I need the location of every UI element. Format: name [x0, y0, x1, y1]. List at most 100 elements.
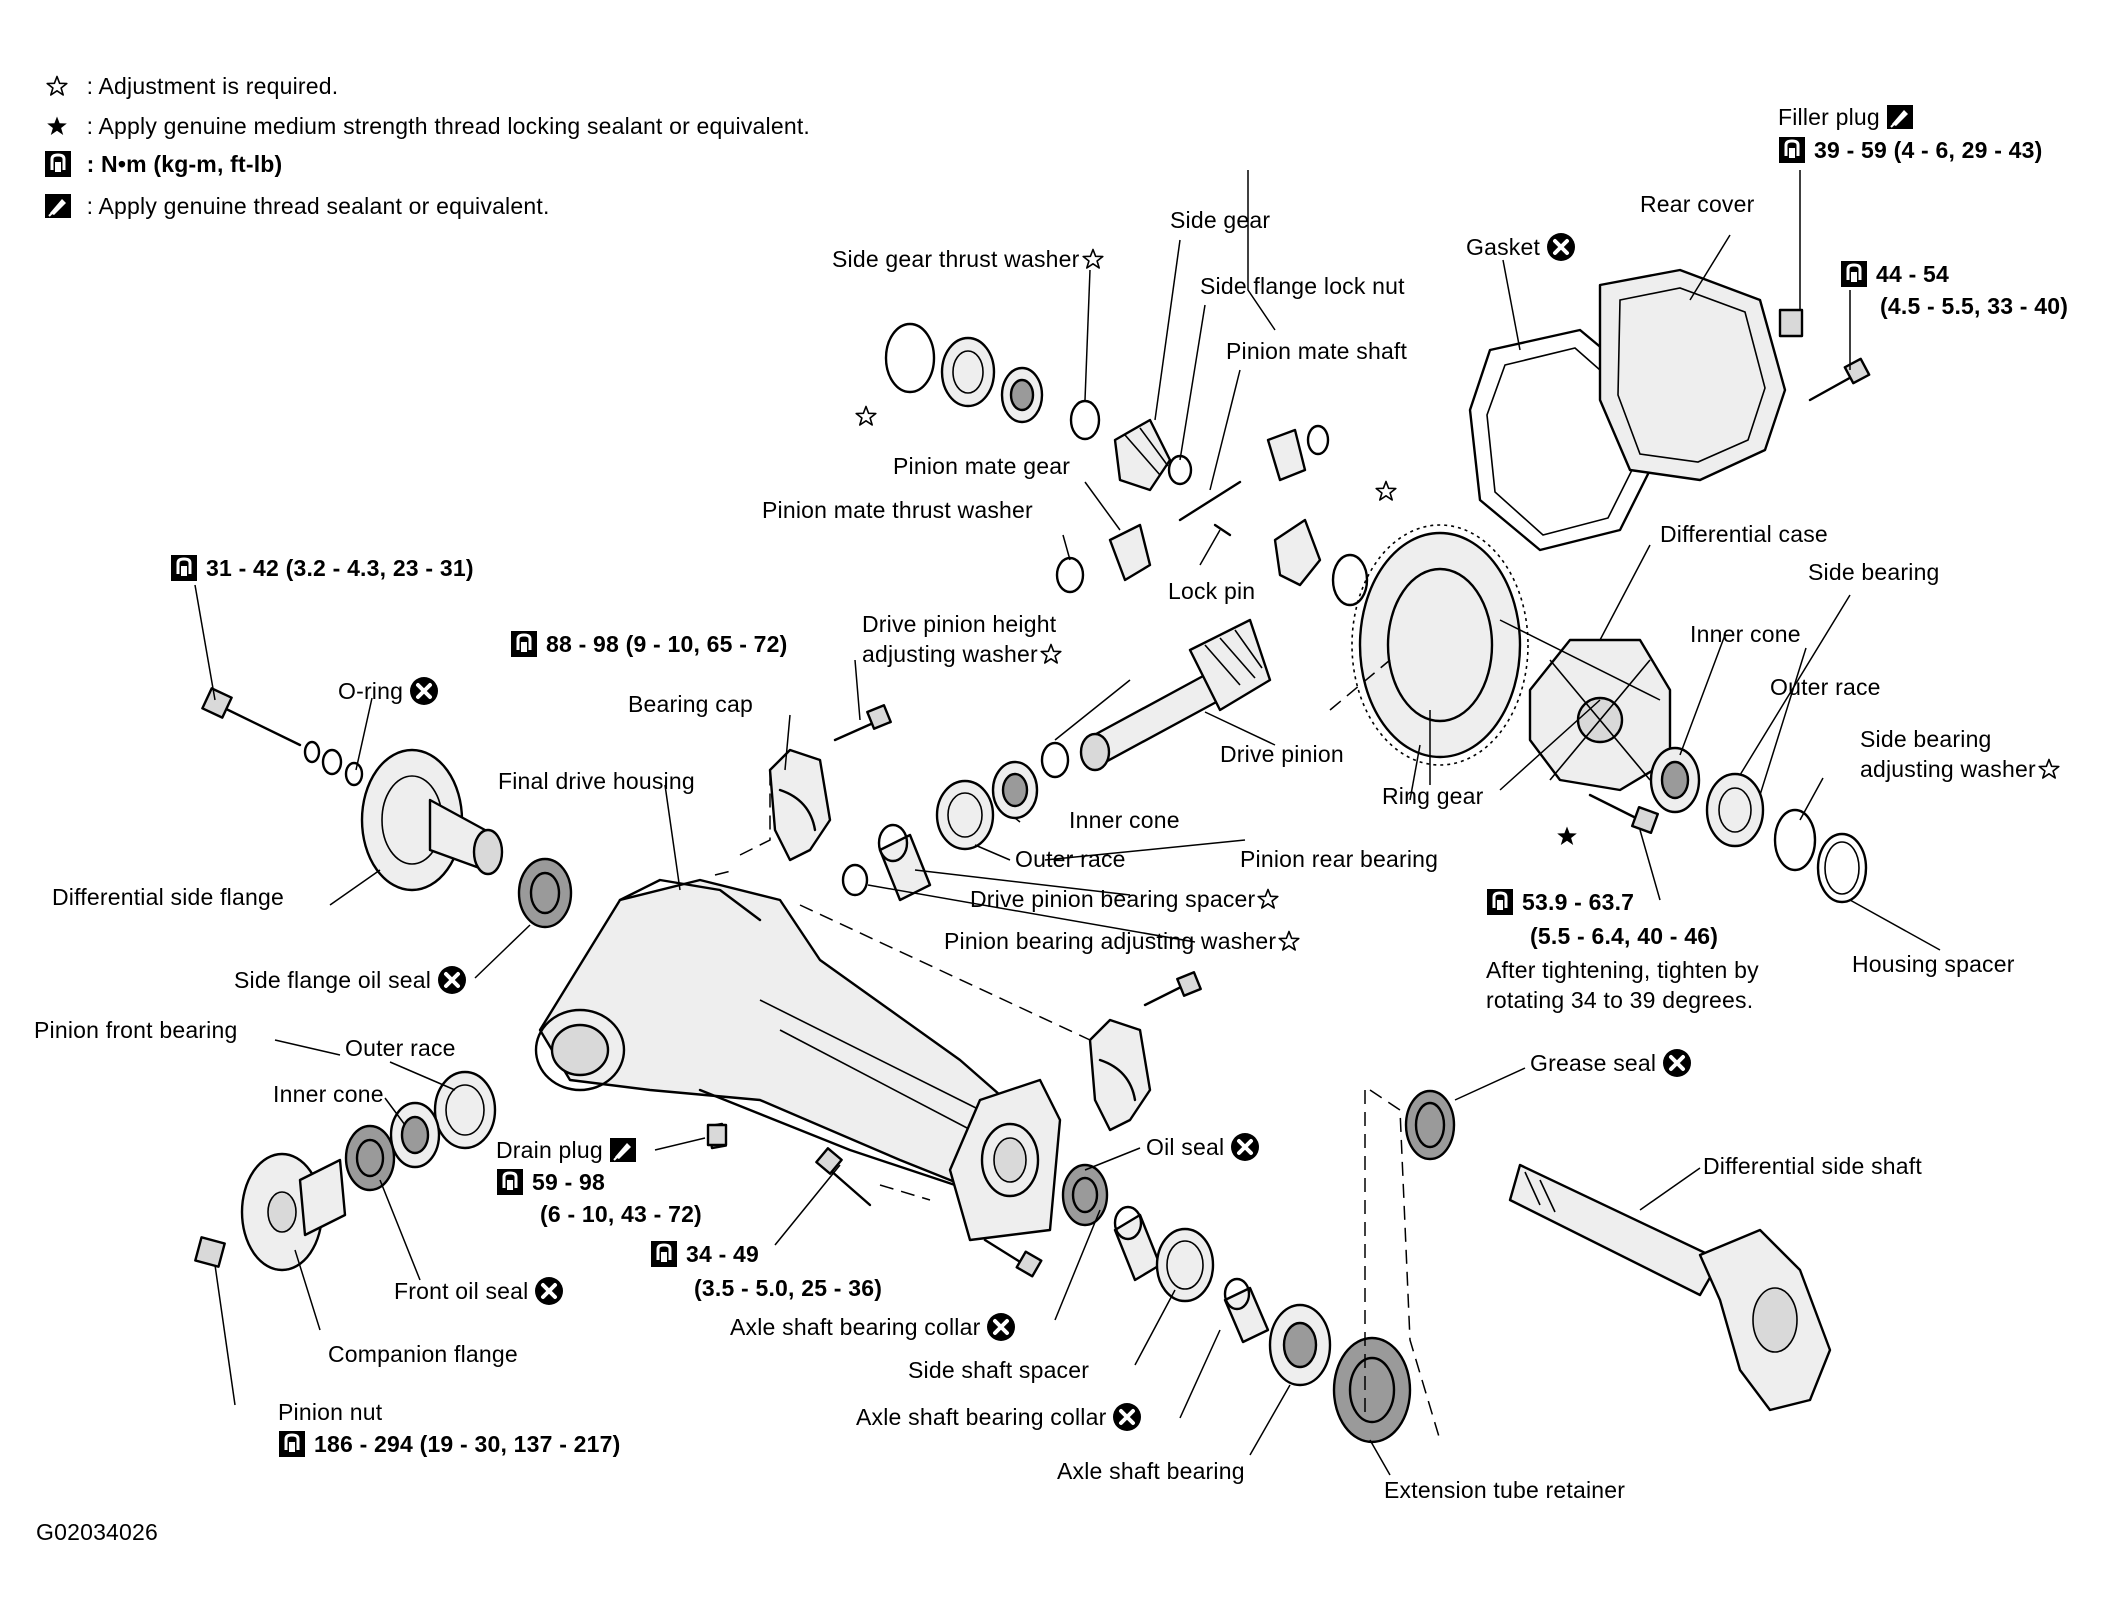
alignment-line	[739, 770, 771, 856]
x-circle-icon	[1662, 1048, 1692, 1078]
pinion-mate-washer-upper	[1306, 424, 1330, 456]
outline-star-icon	[1375, 480, 1397, 501]
label-side-flange-bolt-torque: 31 - 42 (3.2 - 4.3, 23 - 31)	[170, 554, 474, 582]
label-grease-seal: Grease seal	[1530, 1048, 1692, 1078]
torque-wrench-icon	[510, 630, 538, 658]
side-bearing-washer-text: adjusting washer	[1860, 756, 2036, 782]
pinion-height-washer-part	[1040, 741, 1070, 779]
label-oil-seal: Oil seal	[1146, 1132, 1260, 1162]
legend-thread-locking-text: : Apply genuine medium strength thread l…	[86, 113, 811, 139]
side-flange-oil-seal-part	[517, 857, 573, 929]
legend-torque-text: : N•m (kg-m, ft-lb)	[86, 151, 283, 177]
label-axle-shaft-bearing: Axle shaft bearing	[1057, 1458, 1245, 1484]
lock-pin-part	[1213, 523, 1232, 537]
label-extension-bolt-torque: 34 - 49	[650, 1240, 759, 1268]
label-side-shaft-spacer: Side shaft spacer	[908, 1357, 1090, 1383]
pinion-mate-shaft-part	[1178, 480, 1242, 522]
pinion-mate-gear-lower	[1108, 523, 1152, 582]
outline-star-icon	[855, 405, 877, 426]
bearing-cap-upper	[768, 748, 832, 862]
legend-adjust: : Adjustment is required.	[44, 72, 338, 100]
solid-star-icon	[46, 115, 68, 137]
outline-star-icon	[46, 75, 68, 97]
pinion-mate-gear-upper	[1266, 428, 1307, 482]
x-circle-icon	[409, 676, 439, 706]
grease-seal-text: Grease seal	[1530, 1050, 1657, 1076]
differential-side-flange	[360, 748, 504, 892]
label-drive-pinion-bearing-spacer: Drive pinion bearing spacer	[970, 885, 1279, 913]
label-pinion-bearing-adjusting-washer: Pinion bearing adjusting washer	[944, 927, 1300, 955]
label-lock-pin: Lock pin	[1168, 578, 1256, 604]
pinion-mate-thrust-washer-part	[1055, 556, 1085, 594]
x-circle-icon	[986, 1312, 1016, 1342]
axle-shaft-bearing-collar-text-2: Axle shaft bearing collar	[856, 1404, 1107, 1430]
x-circle-icon	[1112, 1402, 1142, 1432]
label-pinion-front-bearing: Pinion front bearing	[34, 1017, 238, 1043]
extension-bolt-torque-text-1: 34 - 49	[686, 1241, 760, 1267]
label-pinion-mate-gear: Pinion mate gear	[893, 453, 1071, 479]
side-flange-bolt-torque-text: 31 - 42 (3.2 - 4.3, 23 - 31)	[206, 555, 474, 581]
differential-side-shaft-part	[1508, 1163, 1832, 1412]
label-drive-pinion: Drive pinion	[1220, 741, 1344, 767]
grease-seal-part	[1404, 1089, 1456, 1161]
side-bearing-inner-cone	[1649, 746, 1701, 814]
side-flange-lock-nut-part	[1167, 454, 1193, 486]
label-drain-plug-torque: 59 - 98	[496, 1168, 605, 1196]
label-drain-plug-torque-2: (6 - 10, 43 - 72)	[540, 1201, 702, 1227]
side-gear-bearing-race	[940, 336, 996, 408]
extension-bolt-part	[815, 1147, 1043, 1278]
label-pinion-rear-bearing: Pinion rear bearing	[1240, 846, 1439, 872]
rear-cover-torque-text-1: 44 - 54	[1876, 261, 1950, 287]
label-drive-pinion-height-washer-2: adjusting washer	[862, 640, 1062, 668]
torque-wrench-icon	[278, 1430, 306, 1458]
label-rear-cover-bolt-torque-2: (4.5 - 5.5, 33 - 40)	[1880, 293, 2069, 319]
legend-thread-sealant-text: : Apply genuine thread sealant or equiva…	[86, 193, 550, 219]
label-housing-spacer: Housing spacer	[1852, 951, 2015, 977]
gasket-text: Gasket	[1466, 234, 1541, 260]
alignment-line	[799, 904, 1091, 1041]
legend-adjust-text: : Adjustment is required.	[86, 73, 339, 99]
label-axle-shaft-bearing-collar-2: Axle shaft bearing collar	[856, 1402, 1142, 1432]
legend-thread-locking: : Apply genuine medium strength thread l…	[44, 112, 810, 140]
drain-plug-part	[706, 1123, 728, 1147]
label-o-ring: O-ring	[338, 676, 439, 706]
side-flange-bolt	[201, 687, 364, 787]
alignment-line	[879, 1184, 931, 1201]
label-drive-pinion-height-washer-1: Drive pinion height	[862, 611, 1057, 637]
companion-flange-part	[240, 1152, 347, 1272]
side-gear-thrust-washer-lower	[1331, 553, 1369, 607]
label-filler-plug-torque: 39 - 59 (4 - 6, 29 - 43)	[1778, 136, 2043, 164]
label-rear-cover-bolt-torque: 44 - 54	[1840, 260, 1949, 288]
label-bearing-cap: Bearing cap	[628, 691, 753, 717]
label-ring-gear-bolt-note-1: After tightening, tighten by	[1486, 957, 1759, 983]
side-flange-oil-seal-text: Side flange oil seal	[234, 967, 432, 993]
label-side-outer-race: Outer race	[1770, 674, 1881, 700]
solid-star-icon	[1557, 826, 1577, 845]
sealant-pen-icon	[1886, 104, 1914, 130]
label-final-drive-housing: Final drive housing	[498, 768, 695, 794]
label-pinion-mate-shaft: Pinion mate shaft	[1226, 338, 1408, 364]
side-gear-part	[1113, 418, 1172, 492]
torque-wrench-icon	[1778, 136, 1806, 164]
label-ring-gear: Ring gear	[1382, 783, 1484, 809]
label-differential-side-flange: Differential side flange	[52, 884, 284, 910]
pinion-bearing-adjusting-washer-text: Pinion bearing adjusting washer	[944, 928, 1277, 954]
side-gear-bearing-cone	[1000, 366, 1044, 424]
legend-torque: : N•m (kg-m, ft-lb)	[44, 150, 282, 178]
label-extension-bolt-torque-2: (3.5 - 5.0, 25 - 36)	[694, 1275, 883, 1301]
label-side-gear-thrust-washer: Side gear thrust washer	[832, 245, 1104, 273]
differential-case-part	[1528, 638, 1672, 792]
label-filler-plug: Filler plug	[1778, 103, 1914, 131]
label-ring-gear-bolt-torque: 53.9 - 63.7	[1486, 888, 1634, 916]
pinion-rear-inner-cone	[991, 760, 1039, 820]
label-ring-gear-bolt-note-2: rotating 34 to 39 degrees.	[1486, 987, 1754, 1013]
drive-pinion-height-washer-text: adjusting washer	[862, 641, 1038, 667]
bearing-cap-torque-text: 88 - 98 (9 - 10, 65 - 72)	[546, 631, 788, 657]
sealant-pen-icon	[609, 1137, 637, 1163]
label-gasket: Gasket	[1466, 232, 1576, 262]
label-side-flange-lock-nut: Side flange lock nut	[1200, 273, 1405, 299]
label-front-oil-seal: Front oil seal	[394, 1276, 564, 1306]
axle-shaft-bearing-collar-part-1	[1113, 1205, 1162, 1282]
bearing-cap-lower	[1088, 1018, 1152, 1132]
alignment-line	[714, 869, 736, 876]
